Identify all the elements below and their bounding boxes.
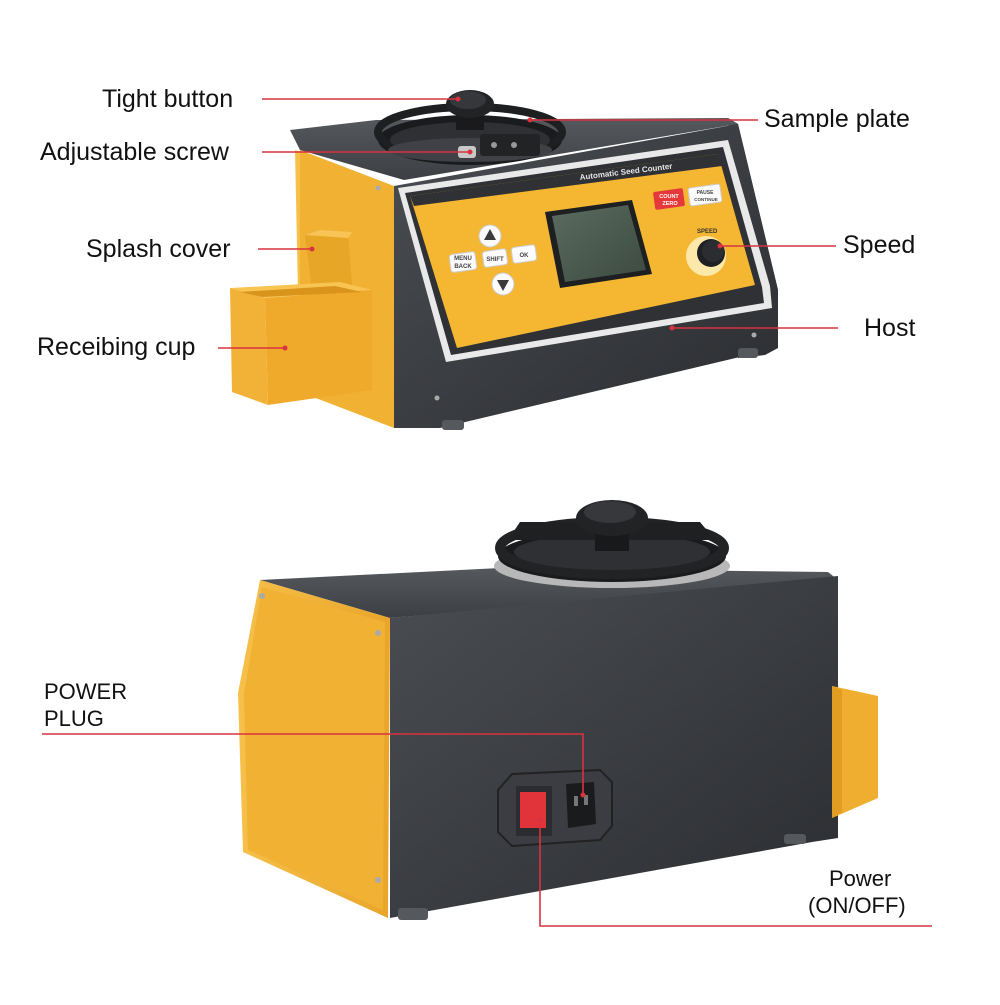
- back-receiving-cup: [832, 686, 878, 818]
- foot: [398, 908, 428, 920]
- svg-text:MENU: MENU: [454, 256, 472, 262]
- lcd-screen: [552, 205, 646, 282]
- screw-icon: [259, 593, 265, 599]
- back-face: [390, 576, 838, 918]
- power-switch[interactable]: [520, 792, 546, 828]
- shift-button[interactable]: SHIFT: [481, 248, 509, 268]
- up-button[interactable]: [478, 224, 502, 248]
- receiving-cup: [230, 282, 372, 405]
- screw-icon: [434, 395, 440, 401]
- foot: [784, 834, 806, 844]
- leader-lines-bottom: [42, 733, 932, 927]
- svg-text:ZERO: ZERO: [662, 201, 678, 207]
- up-arrow-icon: [484, 229, 496, 240]
- power-plug-callout-line1: POWER: [44, 679, 128, 704]
- screw-icon: [375, 630, 381, 636]
- foot: [442, 420, 464, 430]
- svg-text:OK: OK: [520, 253, 530, 259]
- host-callout: Host: [864, 314, 916, 342]
- svg-text:BACK: BACK: [454, 264, 472, 270]
- back-tight-button: [576, 500, 648, 551]
- count-zero-button[interactable]: COUNT ZERO: [653, 188, 685, 210]
- speed-panel-label: SPEED: [697, 229, 718, 235]
- power-switch-callout-line2: (ON/OFF): [808, 893, 906, 918]
- top-device: Automatic Seed Counter MENU BACK SHIFT O…: [218, 90, 838, 430]
- svg-text:CONTINUE: CONTINUE: [694, 197, 718, 202]
- screw-icon: [751, 332, 757, 338]
- foot: [738, 348, 758, 358]
- tight-button-callout: Tight button: [102, 85, 234, 113]
- leader-lines-top: [218, 98, 838, 349]
- screw-icon: [375, 877, 381, 883]
- svg-text:SHIFT: SHIFT: [486, 257, 504, 263]
- screw-icon: [375, 185, 381, 191]
- menu-back-button[interactable]: MENU BACK: [448, 251, 478, 273]
- speed-knob[interactable]: [686, 236, 726, 276]
- svg-text:COUNT: COUNT: [659, 194, 679, 200]
- power-plug-callout-line2: PLUG: [44, 706, 104, 731]
- sample-plate[interactable]: [374, 103, 566, 165]
- power-plug-socket[interactable]: [566, 782, 596, 828]
- down-arrow-icon: [497, 280, 509, 291]
- pause-continue-button[interactable]: PAUSE CONTINUE: [687, 183, 723, 207]
- splash-cover: [305, 230, 352, 290]
- ok-button[interactable]: OK: [510, 244, 538, 264]
- bottom-device: [42, 500, 932, 927]
- speed-callout: Speed: [843, 231, 916, 259]
- power-switch-callout-line1: Power: [829, 866, 892, 891]
- down-button[interactable]: [491, 272, 515, 296]
- sample-plate-callout: Sample plate: [764, 105, 910, 133]
- splash-cover-callout: Splash cover: [86, 235, 231, 263]
- svg-text:PAUSE: PAUSE: [697, 190, 715, 196]
- adjustable-screw-callout: Adjustable screw: [40, 138, 229, 166]
- receiving-cup-callout: Receibing cup: [37, 333, 196, 361]
